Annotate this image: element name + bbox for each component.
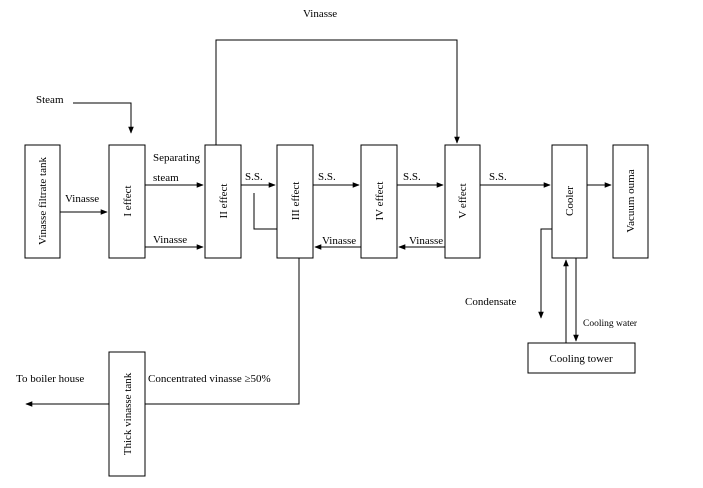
- vinasse-filtrate-tank-label: Vinasse filtrate tank: [37, 157, 49, 245]
- effect-4-label: IV effect: [374, 182, 386, 221]
- ss-4-5-label: S.S.: [403, 171, 421, 183]
- vinasse-filtrate-tank-box: Vinasse filtrate tank: [24, 144, 61, 259]
- bracket-line: [253, 193, 277, 230]
- concentrated-vinasse-label: Concentrated vinasse ≥50%: [148, 373, 271, 385]
- effect-2-label: II effect: [218, 184, 230, 219]
- to-boiler-house-label: To boiler house: [16, 373, 84, 385]
- condensate-label: Condensate: [465, 296, 516, 308]
- vacuum-pump-label: Vacuum ouma: [625, 169, 637, 232]
- cooler-label: Cooler: [564, 186, 576, 216]
- steam-word-label: steam: [153, 172, 179, 184]
- ss-2-3-label: S.S.: [245, 171, 263, 183]
- vinasse-1-2-label: Vinasse: [153, 234, 187, 246]
- effect-1-label: I effect: [122, 185, 134, 216]
- vinasse-5-4-label: Vinasse: [409, 235, 443, 247]
- vacuum-pump-box: Vacuum ouma: [612, 144, 649, 259]
- steam-line: [73, 102, 134, 134]
- effect-2-box: II effect: [204, 144, 242, 259]
- concentrated-vinasse-line: [145, 258, 300, 405]
- steam-label: Steam: [36, 94, 64, 106]
- cooling-tower-box: Cooling tower: [527, 342, 636, 374]
- effect-1-box: I effect: [108, 144, 146, 259]
- effect-5-box: V effect: [444, 144, 481, 259]
- vinasse-top-label: Vinasse: [303, 8, 337, 20]
- condensate-line: [538, 228, 552, 319]
- vinasse-recycle-line: [215, 39, 460, 145]
- thick-vinasse-tank-label: Thick vinasse tank: [122, 372, 134, 455]
- effect-3-label: III effect: [290, 182, 302, 221]
- thick-vinasse-tank-box: Thick vinasse tank: [108, 351, 146, 477]
- cooler-box: Cooler: [551, 144, 588, 259]
- separating-label: Separating: [153, 152, 201, 164]
- ss-5-cooler-label: S.S.: [489, 171, 507, 183]
- effect-3-box: III effect: [276, 144, 314, 259]
- effect-5-label: V effect: [457, 183, 469, 218]
- cooling-water-label: Cooling water: [583, 319, 638, 329]
- cooling-tower-label: Cooling tower: [549, 353, 613, 365]
- ss-3-4-label: S.S.: [318, 171, 336, 183]
- vinasse-in-label: Vinasse: [65, 193, 99, 205]
- effect-4-box: IV effect: [360, 144, 398, 259]
- vinasse-4-3-label: Vinasse: [322, 235, 356, 247]
